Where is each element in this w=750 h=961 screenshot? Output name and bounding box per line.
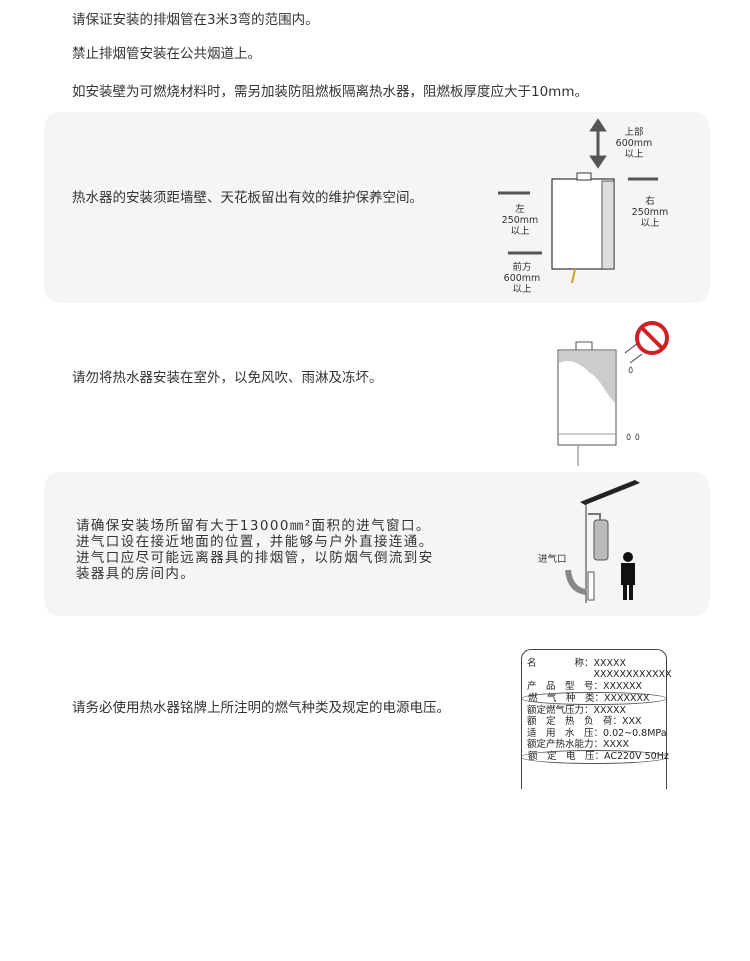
- outdoor-prohibited-illustration: ٥ ٥ ٥: [557, 321, 669, 466]
- svg-text:٥: ٥: [628, 365, 633, 376]
- ventilation-text: 请确保安装场所留有大于13000㎜²面积的进气窗口。进气口设在接近地面的位置，并…: [76, 518, 434, 582]
- svg-text:٥ ٥: ٥ ٥: [626, 432, 640, 443]
- air-inlet-label: 进气口: [538, 554, 567, 565]
- nameplate-text: 请务必使用热水器铭牌上所注明的燃气种类及规定的电源电压。: [72, 700, 450, 716]
- air-inlet-illustration: [565, 480, 640, 603]
- outdoor-warning-text: 请勿将热水器安装在室外，以免风吹、雨淋及冻坏。: [72, 370, 383, 386]
- instruction-2: 禁止排烟管安装在公共烟道上。: [72, 46, 261, 62]
- clearance-text: 热水器的安装须距墙壁、天花板留出有效的维护保养空间。: [72, 190, 423, 206]
- heater-clearance-illustration: [498, 118, 658, 284]
- instruction-3: 如安装壁为可燃烧材料时，需另加装防阻燃板隔离热水器，阻燃板厚度应大于10mm。: [72, 84, 588, 100]
- instruction-1: 请保证安装的排烟管在3米3弯的范围内。: [72, 12, 319, 28]
